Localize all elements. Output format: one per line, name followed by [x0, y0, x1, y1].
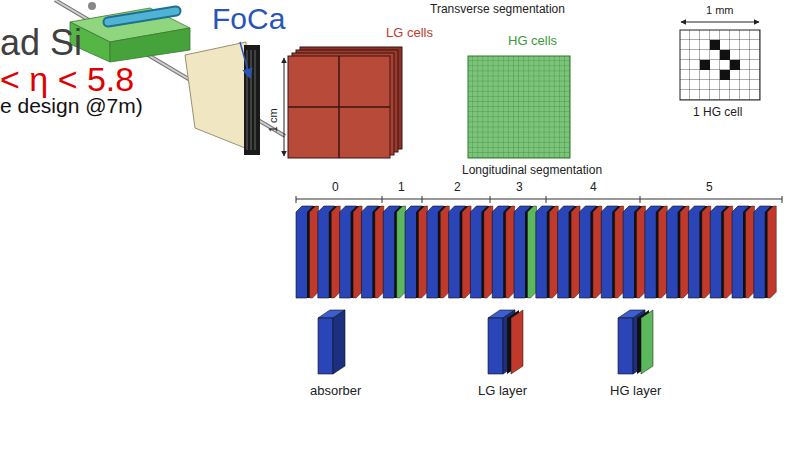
design-note: e design @7m): [0, 94, 143, 118]
legend-text: absorber: [310, 384, 361, 399]
section-heading: Longitudinal segmentation: [462, 164, 602, 178]
segment-number: 1: [398, 181, 405, 195]
cell-label: HG cells: [508, 34, 557, 49]
dimension-arrow: [284, 58, 285, 156]
hg-cells-grid: [468, 56, 570, 158]
hg-cell-detail: [680, 30, 760, 100]
detector-name: FoCa: [212, 2, 285, 37]
section-heading: Transverse segmentation: [430, 3, 565, 17]
segment-brackets: [296, 196, 782, 203]
cell-label: 1 HG cell: [693, 106, 742, 120]
segment-number: 5: [706, 181, 713, 195]
cell-label: LG cells: [386, 26, 433, 41]
legend-samples: [318, 310, 653, 374]
eta-range: < η < 5.8: [0, 60, 134, 99]
segment-number: 3: [516, 181, 523, 195]
segment-number: 4: [590, 181, 597, 195]
dimension-arrow: [681, 22, 759, 23]
lg-cells-stack: [288, 47, 402, 158]
slide-title: ad Si: [0, 22, 82, 63]
dimension-label: 1 cm: [267, 108, 280, 132]
segment-number: 2: [454, 181, 461, 195]
layer-stack: [296, 206, 776, 298]
dimension-label: 1 mm: [706, 4, 734, 17]
segment-number: 0: [332, 181, 339, 195]
legend-text: LG layer: [478, 384, 527, 399]
legend-text: HG layer: [610, 384, 661, 399]
